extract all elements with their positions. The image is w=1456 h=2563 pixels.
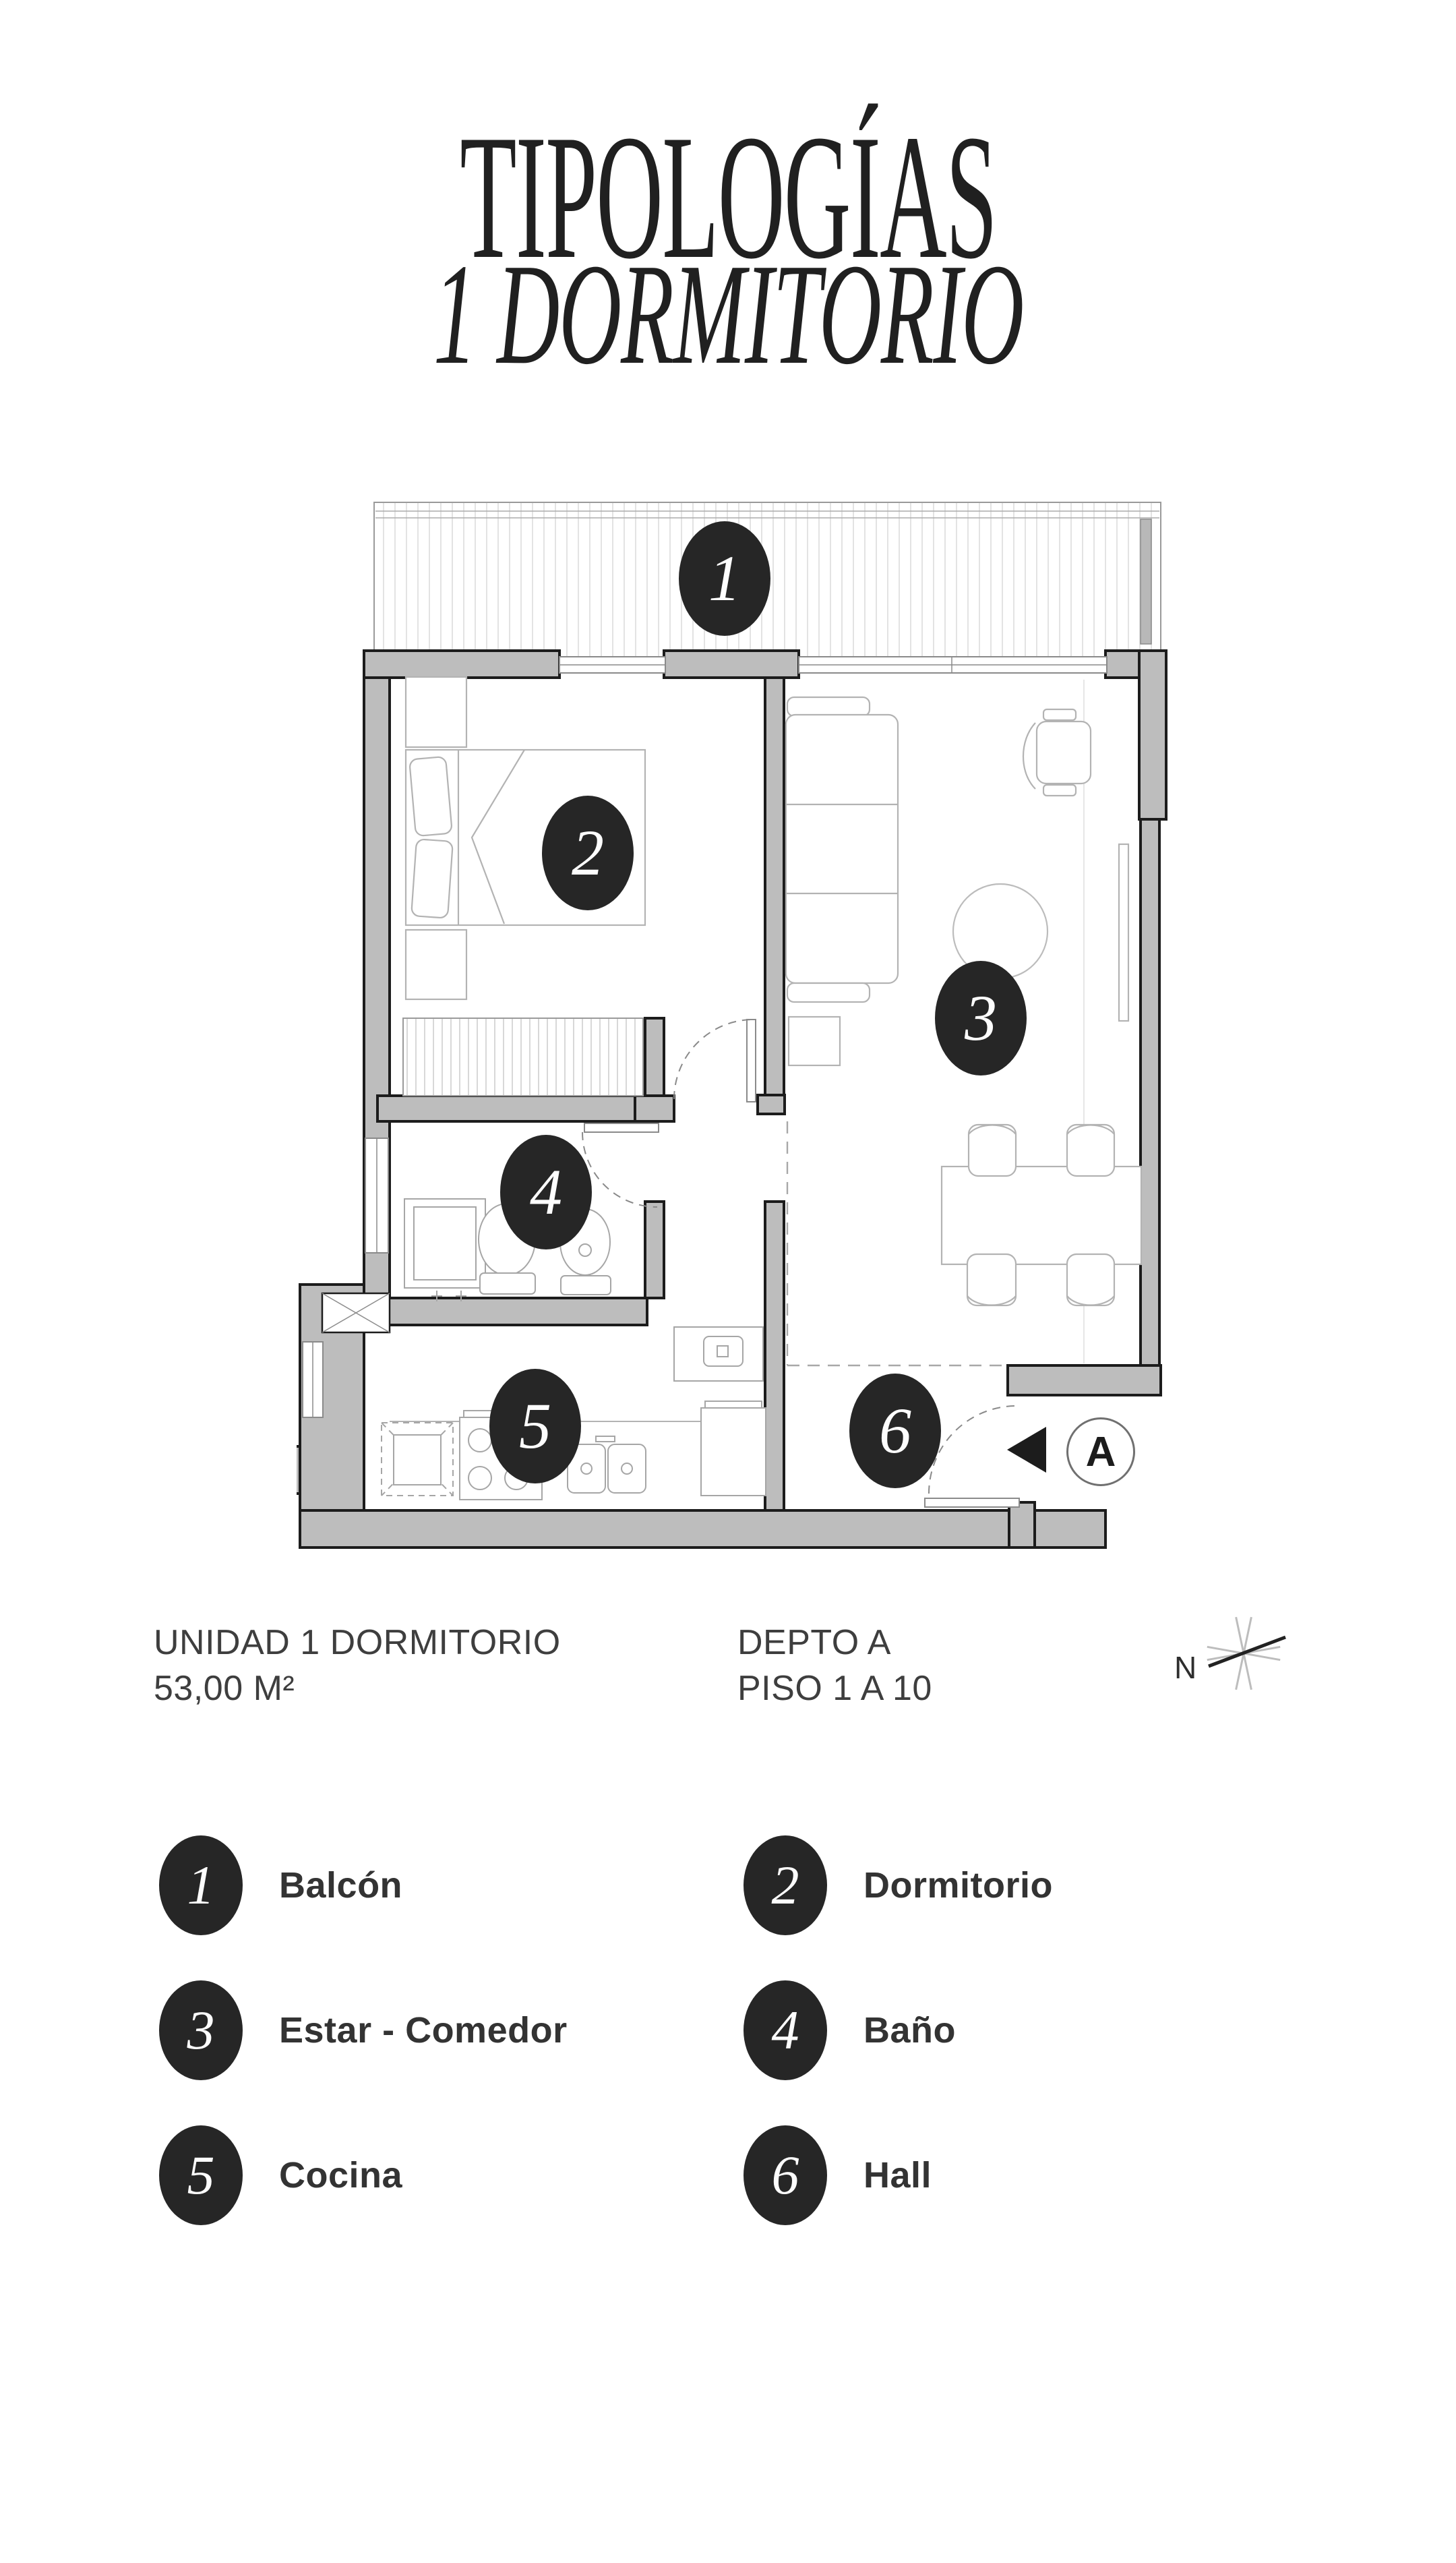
unit-info-right: DEPTO A PISO 1 A 10 bbox=[737, 1620, 932, 1711]
legend-label: Balcón bbox=[279, 1865, 403, 1906]
legend-number-circle: 2 bbox=[744, 1835, 827, 1935]
unit-info-left: UNIDAD 1 DORMITORIO 53,00 M² bbox=[154, 1620, 561, 1711]
plan-marker-dormitorio: 2 bbox=[542, 796, 634, 910]
compass-north-label: N bbox=[1174, 1650, 1197, 1685]
doors bbox=[582, 1019, 1020, 1508]
legend-label: Cocina bbox=[279, 2155, 403, 2196]
floor-plan-drawing bbox=[297, 502, 1167, 1549]
legend-number-circle: 6 bbox=[744, 2125, 827, 2225]
floor-plan: 1 2 3 4 5 6 A bbox=[297, 485, 1254, 1585]
legend-item-cocina: 5 Cocina bbox=[159, 2125, 402, 2225]
unit-name: UNIDAD 1 DORMITORIO bbox=[154, 1623, 561, 1662]
duct-shaft bbox=[321, 1292, 391, 1334]
hall-boundary bbox=[786, 1121, 1008, 1367]
windows bbox=[302, 656, 1108, 1418]
bathroom-fixtures bbox=[404, 1198, 764, 1382]
plan-marker-cocina: 5 bbox=[489, 1369, 581, 1483]
legend-item-balcon: 1 Balcón bbox=[159, 1835, 402, 1935]
legend-label: Dormitorio bbox=[863, 1865, 1053, 1906]
page-title: TIPOLOGÍAS bbox=[0, 108, 1456, 287]
living-furniture bbox=[785, 680, 1143, 1363]
legend-label: Baño bbox=[863, 2010, 956, 2051]
legend-item-bano: 4 Baño bbox=[744, 1980, 956, 2080]
unit-a-badge: A bbox=[1066, 1417, 1135, 1486]
compass-icon bbox=[1207, 1616, 1286, 1690]
entry-arrow-icon bbox=[1007, 1427, 1046, 1473]
plan-marker-hall: 6 bbox=[849, 1374, 941, 1488]
unit-area: 53,00 M² bbox=[154, 1669, 295, 1708]
legend-label: Hall bbox=[863, 2155, 932, 2196]
plan-marker-estar: 3 bbox=[935, 961, 1027, 1076]
unit-floors: PISO 1 A 10 bbox=[737, 1669, 932, 1708]
legend-item-hall: 6 Hall bbox=[744, 2125, 932, 2225]
unit-depto: DEPTO A bbox=[737, 1623, 891, 1662]
plan-marker-balcon: 1 bbox=[679, 521, 770, 636]
legend-number-circle: 3 bbox=[159, 1980, 243, 2080]
plan-marker-bano: 4 bbox=[500, 1135, 592, 1249]
legend-item-dormitorio: 2 Dormitorio bbox=[744, 1835, 1053, 1935]
page-title-line1: TIPOLOGÍAS bbox=[460, 98, 997, 296]
legend-item-estar-comedor: 3 Estar - Comedor bbox=[159, 1980, 568, 2080]
legend-label: Estar - Comedor bbox=[279, 2010, 568, 2051]
legend-number-circle: 5 bbox=[159, 2125, 243, 2225]
closet bbox=[402, 1018, 644, 1096]
page-subtitle: 1 DORMITORIO bbox=[0, 241, 1456, 386]
legend-number-circle: 1 bbox=[159, 1835, 243, 1935]
page-title-line2: 1 DORMITORIO bbox=[433, 233, 1024, 394]
legend-number-circle: 4 bbox=[744, 1980, 827, 2080]
